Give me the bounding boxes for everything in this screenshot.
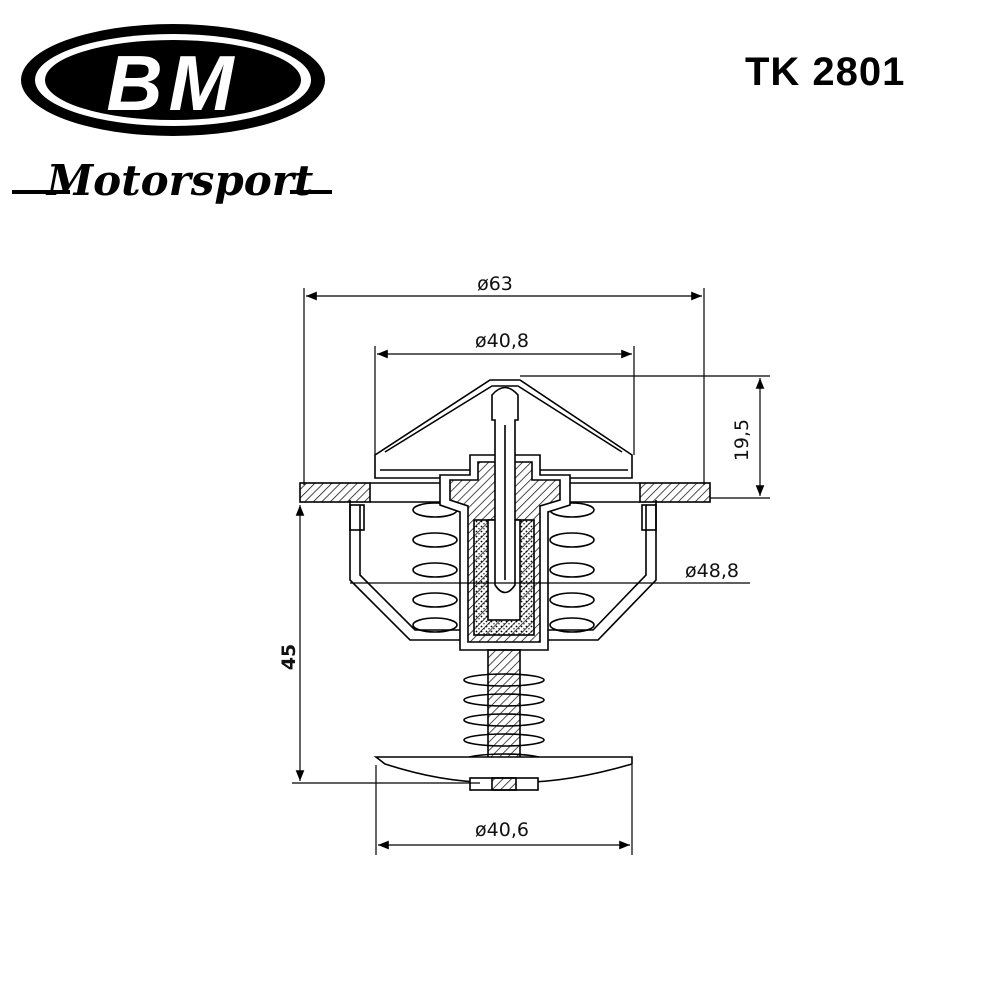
logo-core-ellipse <box>45 40 301 120</box>
bottom-nut-core <box>491 777 517 791</box>
top-dome-inner <box>384 385 623 453</box>
dim-label-406: ø40,6 <box>475 819 529 841</box>
cage-tab-right <box>641 504 657 531</box>
dim-label-488: ø48,8 <box>685 560 739 582</box>
flange-right <box>639 482 711 503</box>
bm-motorsport-logo: BM Motorsport <box>12 24 332 205</box>
top-dome <box>374 379 633 479</box>
logo-tagline: Motorsport <box>45 156 314 205</box>
part-number: TK 2801 <box>745 50 906 94</box>
dim-label-408: ø40,8 <box>475 330 529 352</box>
dim-label-45: 45 <box>278 644 300 670</box>
cage-tab-left <box>349 504 365 531</box>
upper-spring-left <box>412 502 458 633</box>
dim-label-195: 19,5 <box>731 419 753 461</box>
flange-left <box>299 482 371 503</box>
logo-bm-text: BM <box>106 39 239 127</box>
upper-spring-right <box>549 502 595 633</box>
dim-label-63: ø63 <box>477 273 513 295</box>
